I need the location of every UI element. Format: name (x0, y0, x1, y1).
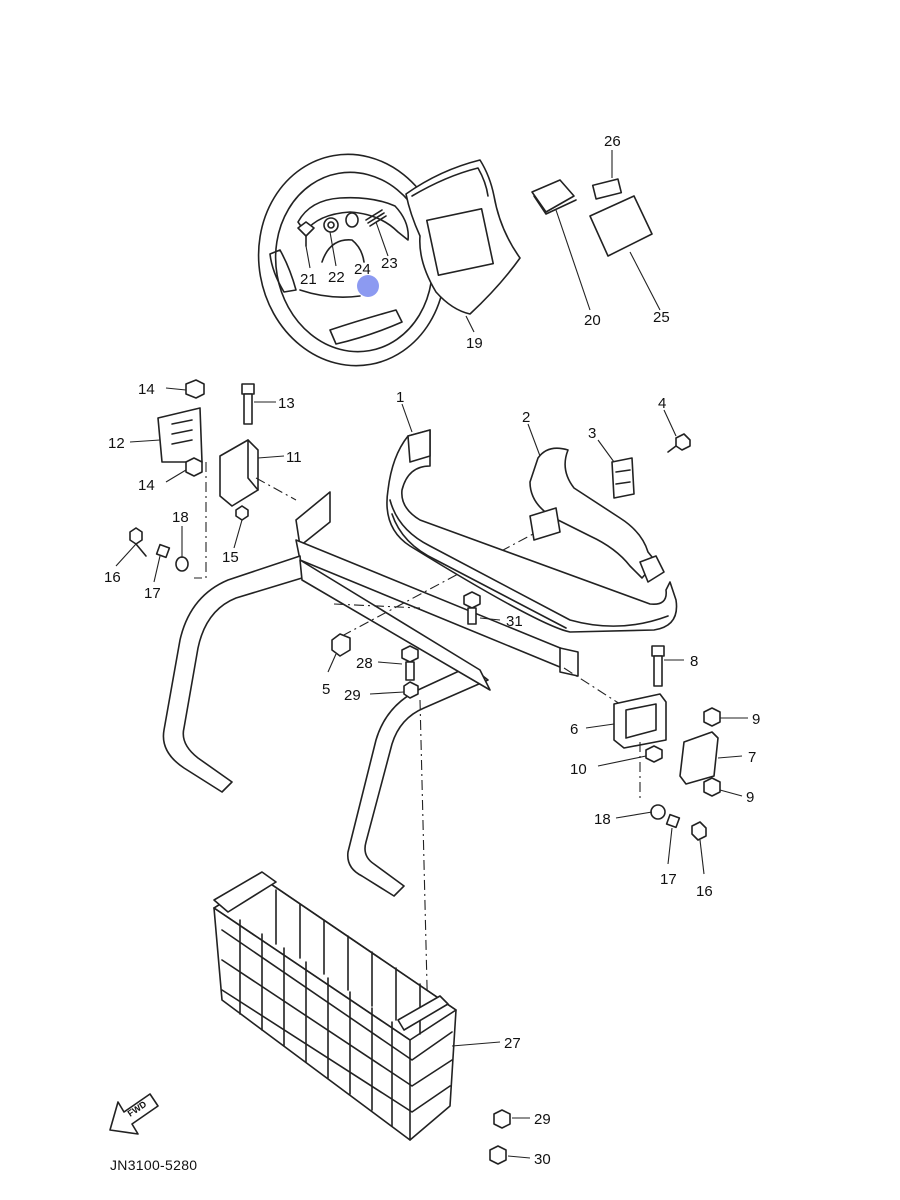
horn-pad (405, 159, 521, 315)
label-26: 26 (604, 133, 621, 150)
label-10: 10 (570, 761, 587, 778)
nut-15 (235, 505, 249, 521)
nuts-9 (703, 707, 721, 797)
label-8: 8 (690, 653, 698, 670)
label-30: 30 (534, 1151, 551, 1168)
label-18-right: 18 (594, 811, 611, 828)
centerline-bracket (255, 477, 297, 501)
label-1: 1 (396, 389, 404, 406)
label-4: 4 (658, 395, 666, 412)
nut-5 (331, 633, 351, 657)
clip-3 (611, 457, 635, 499)
label-22: 22 (328, 269, 345, 286)
bumper (386, 429, 678, 633)
fwd-arrow-icon (109, 1093, 159, 1135)
centerline-frame-3 (563, 667, 621, 705)
label-23: 23 (381, 255, 398, 272)
label-17-right: 17 (660, 871, 677, 888)
label-2: 2 (522, 409, 530, 426)
label-29-lower: 29 (534, 1111, 551, 1128)
emblem (531, 179, 577, 215)
bolt-28 (401, 645, 419, 681)
bracket-left (157, 379, 205, 477)
label-15: 15 (222, 549, 239, 566)
label-31: 31 (506, 613, 523, 630)
label-25: 25 (653, 309, 670, 326)
part-labels: 26 20 25 19 21 22 24 23 14 13 12 11 14 1… (104, 133, 760, 1168)
small-label (591, 178, 623, 200)
label-7: 7 (748, 749, 756, 766)
label-17-left: 17 (144, 585, 161, 602)
nut-29-upper (403, 681, 419, 699)
selection-marker (357, 275, 379, 297)
bolt-13 (241, 383, 255, 425)
diagram-code: JN3100-5280 (110, 1157, 197, 1173)
label-28: 28 (356, 655, 373, 672)
basket (213, 871, 457, 1141)
leader-lines (115, 150, 748, 1159)
guard-2 (529, 447, 665, 583)
bolt-8 (651, 645, 665, 687)
label-9-upper: 9 (752, 711, 760, 728)
label-9-lower: 9 (746, 789, 754, 806)
label-16-right: 16 (696, 883, 713, 900)
label-27: 27 (504, 1035, 521, 1052)
label-6: 6 (570, 721, 578, 738)
label-21: 21 (300, 271, 317, 288)
hardware-16-17-18 (129, 527, 189, 572)
plate-7 (679, 731, 719, 785)
nut-10 (645, 745, 663, 763)
centerline-left (194, 462, 207, 579)
label-14-upper: 14 (138, 381, 155, 398)
label-24: 24 (354, 261, 371, 278)
screw-4 (667, 433, 691, 453)
bolt-31 (463, 591, 481, 625)
label-16-left: 16 (104, 569, 121, 586)
label-3: 3 (588, 425, 596, 442)
label-19: 19 (466, 335, 483, 352)
label-29-upper: 29 (344, 687, 361, 704)
nut-30 (489, 1145, 507, 1165)
label-20: 20 (584, 312, 601, 329)
label-12: 12 (108, 435, 125, 452)
steering-hub-parts (297, 209, 387, 263)
rear-frame (162, 491, 579, 897)
label-14-lower: 14 (138, 477, 155, 494)
centerline-frame-2 (333, 603, 421, 609)
nut-29-lower (493, 1109, 511, 1129)
hardware-right-16-17-18 (650, 804, 707, 841)
bracket-6 (613, 693, 667, 749)
label-18-left: 18 (172, 509, 189, 526)
label-11: 11 (286, 449, 302, 466)
bracket-11 (219, 439, 259, 507)
label-13: 13 (278, 395, 295, 412)
label-5: 5 (322, 681, 330, 698)
label-plate (589, 195, 653, 257)
